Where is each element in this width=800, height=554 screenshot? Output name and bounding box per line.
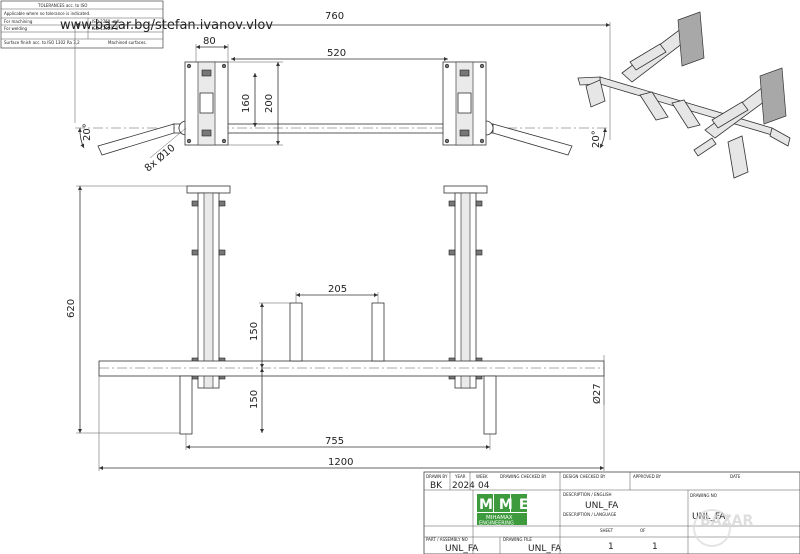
dim-150-up: 150 (249, 322, 260, 341)
isometric-view (577, 11, 791, 179)
dim-150-down: 150 (249, 390, 260, 409)
dim-520: 520 (327, 48, 346, 59)
description-english-value: UNL_FA (585, 501, 619, 511)
drawing-file-value: UNL_FA (528, 544, 562, 554)
iso-left-plate (677, 11, 705, 67)
year-value: 2024 (452, 481, 475, 491)
title-block: DRAWN BY YEAR WEEK BK 2024 04 DRAWING CH… (423, 471, 800, 554)
url-watermark: www.bazar.bg/stefan.ivanov.vlov (60, 18, 273, 33)
tolerance-line4-right: Machined surfaces. (108, 40, 147, 45)
approved-label: APPROVED BY (633, 474, 662, 479)
logo-line1: MIHAMAX (486, 515, 513, 521)
tolerance-line1: Applicable where no tolerance is indicat… (4, 11, 90, 16)
tolerance-line2: For machining (4, 19, 33, 24)
dim-160: 160 (241, 94, 252, 113)
logo-line2: ENGINEERING (479, 521, 514, 527)
sheet-value: 1 (608, 542, 614, 552)
description-language-label: DESCRIPTION / LANGUAGE (563, 512, 617, 517)
dim-200: 200 (264, 94, 275, 113)
tolerance-line4: Surface finish acc. to ISO 1302 Ra 3,2 (4, 40, 80, 45)
dim-1200: 1200 (328, 457, 353, 468)
front-right-plate (443, 185, 488, 194)
front-view: 620 205 150 150 Ø27 755 1200 (66, 185, 605, 471)
drawing-file-label: DRAWING FILE (503, 537, 532, 542)
drawing-no-label: DRAWING NO (690, 493, 717, 498)
top-view-left-handle (97, 123, 175, 156)
tolerance-line2-value: ISO 2768 -mK (92, 19, 120, 24)
year-label: YEAR (454, 474, 466, 479)
holes-callout: 8x Ø10 (142, 142, 177, 174)
dim-diameter: Ø27 (591, 383, 603, 404)
handle-up-right (371, 302, 385, 362)
bazar-watermark: BAZAR (693, 509, 753, 547)
part-assembly-label: PART / ASSEMBLY NO (426, 537, 468, 542)
description-english-label: DESCRIPTION / ENGLISH (563, 492, 612, 497)
dim-205: 205 (328, 284, 347, 295)
week-value: 04 (478, 481, 490, 491)
front-left-plate (186, 185, 231, 194)
sheet-label: SHEET (600, 528, 614, 533)
top-view: 760 80 520 160 200 20° 20° 8x Ø10 (74, 11, 611, 174)
of-label: OF (640, 528, 646, 533)
angle-right: 20° (591, 130, 602, 148)
tolerance-title: TOLERANCES acc. to ISO (37, 3, 87, 8)
drawing-checked-label: DRAWING CHECKED BY (500, 474, 547, 479)
drawn-by-value: BK (430, 481, 443, 491)
date-label: DATE (730, 474, 741, 479)
handle-down-left (179, 375, 193, 435)
logo-letters: MME (479, 497, 534, 513)
tolerance-line3: For welding (4, 26, 28, 31)
handle-down-right (483, 375, 497, 435)
angle-left: 20° (82, 123, 93, 141)
design-checked-label: DESIGN CHECKED BY (563, 474, 606, 479)
dim-760: 760 (325, 11, 344, 22)
dim-620: 620 (66, 299, 77, 318)
dim-755: 755 (325, 436, 344, 447)
handle-up-left (289, 302, 303, 362)
top-view-right-handle (492, 123, 573, 156)
iso-right-plate (759, 67, 787, 125)
front-main-bar (98, 360, 605, 377)
mihamax-logo: MME MIHAMAX ENGINEERING (477, 494, 534, 527)
of-value: 1 (652, 542, 658, 552)
week-label: WEEK (476, 474, 488, 479)
bazar-watermark-text: BAZAR (700, 513, 753, 529)
drawing-no-value: UNL_FA (692, 512, 726, 522)
tolerance-line3-value: ISO 13920 -B (92, 26, 118, 31)
part-assembly-value: UNL_FA (445, 544, 479, 554)
dim-80: 80 (203, 36, 216, 47)
drawn-by-label: DRAWN BY (426, 474, 448, 479)
